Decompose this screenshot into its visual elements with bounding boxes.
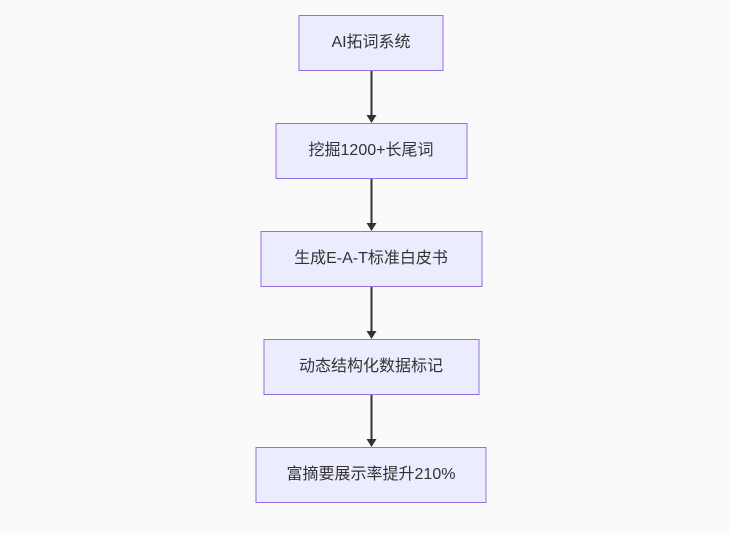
flow-node-label: 富摘要展示率提升210% (286, 466, 456, 483)
arrow-shaft (370, 71, 372, 115)
flow-node-step-5: 富摘要展示率提升210% (255, 447, 487, 503)
flow-node-label: 挖掘1200+长尾词 (308, 142, 434, 159)
flow-node-label: 动态结构化数据标记 (298, 358, 443, 375)
flow-edge-2 (366, 179, 376, 231)
arrow-head-icon (366, 223, 376, 231)
arrow-shaft (370, 395, 372, 439)
arrow-shaft (370, 179, 372, 223)
flow-edge-1 (366, 71, 376, 123)
flowchart: AI拓词系统 挖掘1200+长尾词 生成E-A-T标准白皮书 动态结构化数据标记… (255, 15, 487, 503)
flow-edge-3 (366, 287, 376, 339)
flow-node-step-4: 动态结构化数据标记 (263, 339, 479, 395)
flow-node-label: AI拓词系统 (331, 34, 411, 51)
arrow-shaft (370, 287, 372, 331)
flow-node-step-1: AI拓词系统 (298, 15, 444, 71)
arrow-head-icon (366, 439, 376, 447)
flow-node-step-2: 挖掘1200+长尾词 (275, 123, 467, 179)
arrow-head-icon (366, 115, 376, 123)
flow-node-step-3: 生成E-A-T标准白皮书 (260, 231, 482, 287)
flow-edge-4 (366, 395, 376, 447)
arrow-head-icon (366, 331, 376, 339)
flow-node-label: 生成E-A-T标准白皮书 (294, 250, 448, 267)
